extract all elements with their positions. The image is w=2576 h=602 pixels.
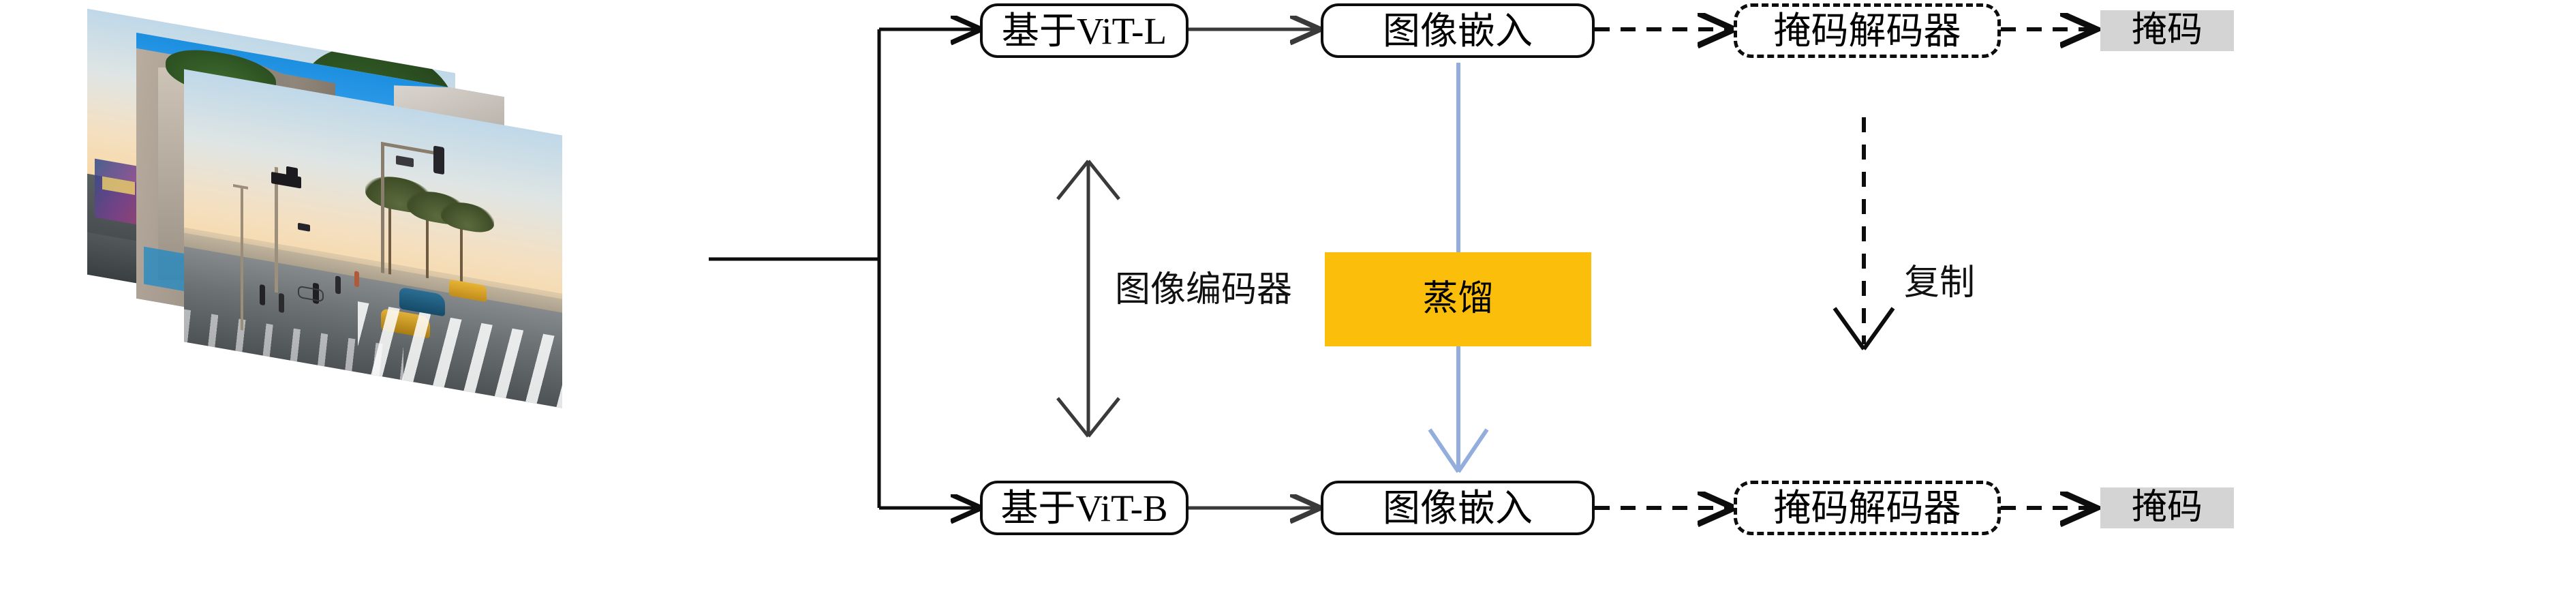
node-student-encoder[interactable]: 基于ViT-B	[980, 481, 1189, 535]
image-stack	[87, 0, 593, 602]
edge-copy-arrow	[1833, 117, 1895, 350]
node-teacher-embedding[interactable]: 图像嵌入	[1321, 3, 1595, 58]
node-teacher-mask-decoder[interactable]: 掩码解码器	[1734, 3, 2001, 58]
input-photo-front	[184, 69, 562, 408]
node-distillation[interactable]: 蒸馏	[1325, 252, 1591, 346]
label-image-encoder: 图像编码器	[1115, 271, 1293, 310]
edge-input-fork	[709, 29, 979, 508]
edge-encoder-group-double-arrow	[1056, 160, 1120, 438]
label-copy: 复制	[1904, 264, 1976, 303]
node-student-mask-decoder[interactable]: 掩码解码器	[1734, 481, 2001, 535]
node-teacher-encoder[interactable]: 基于ViT-L	[980, 3, 1189, 58]
node-student-embedding[interactable]: 图像嵌入	[1321, 481, 1595, 535]
node-teacher-mask-output[interactable]: 掩码	[2100, 10, 2234, 51]
node-student-mask-output[interactable]: 掩码	[2100, 487, 2234, 528]
